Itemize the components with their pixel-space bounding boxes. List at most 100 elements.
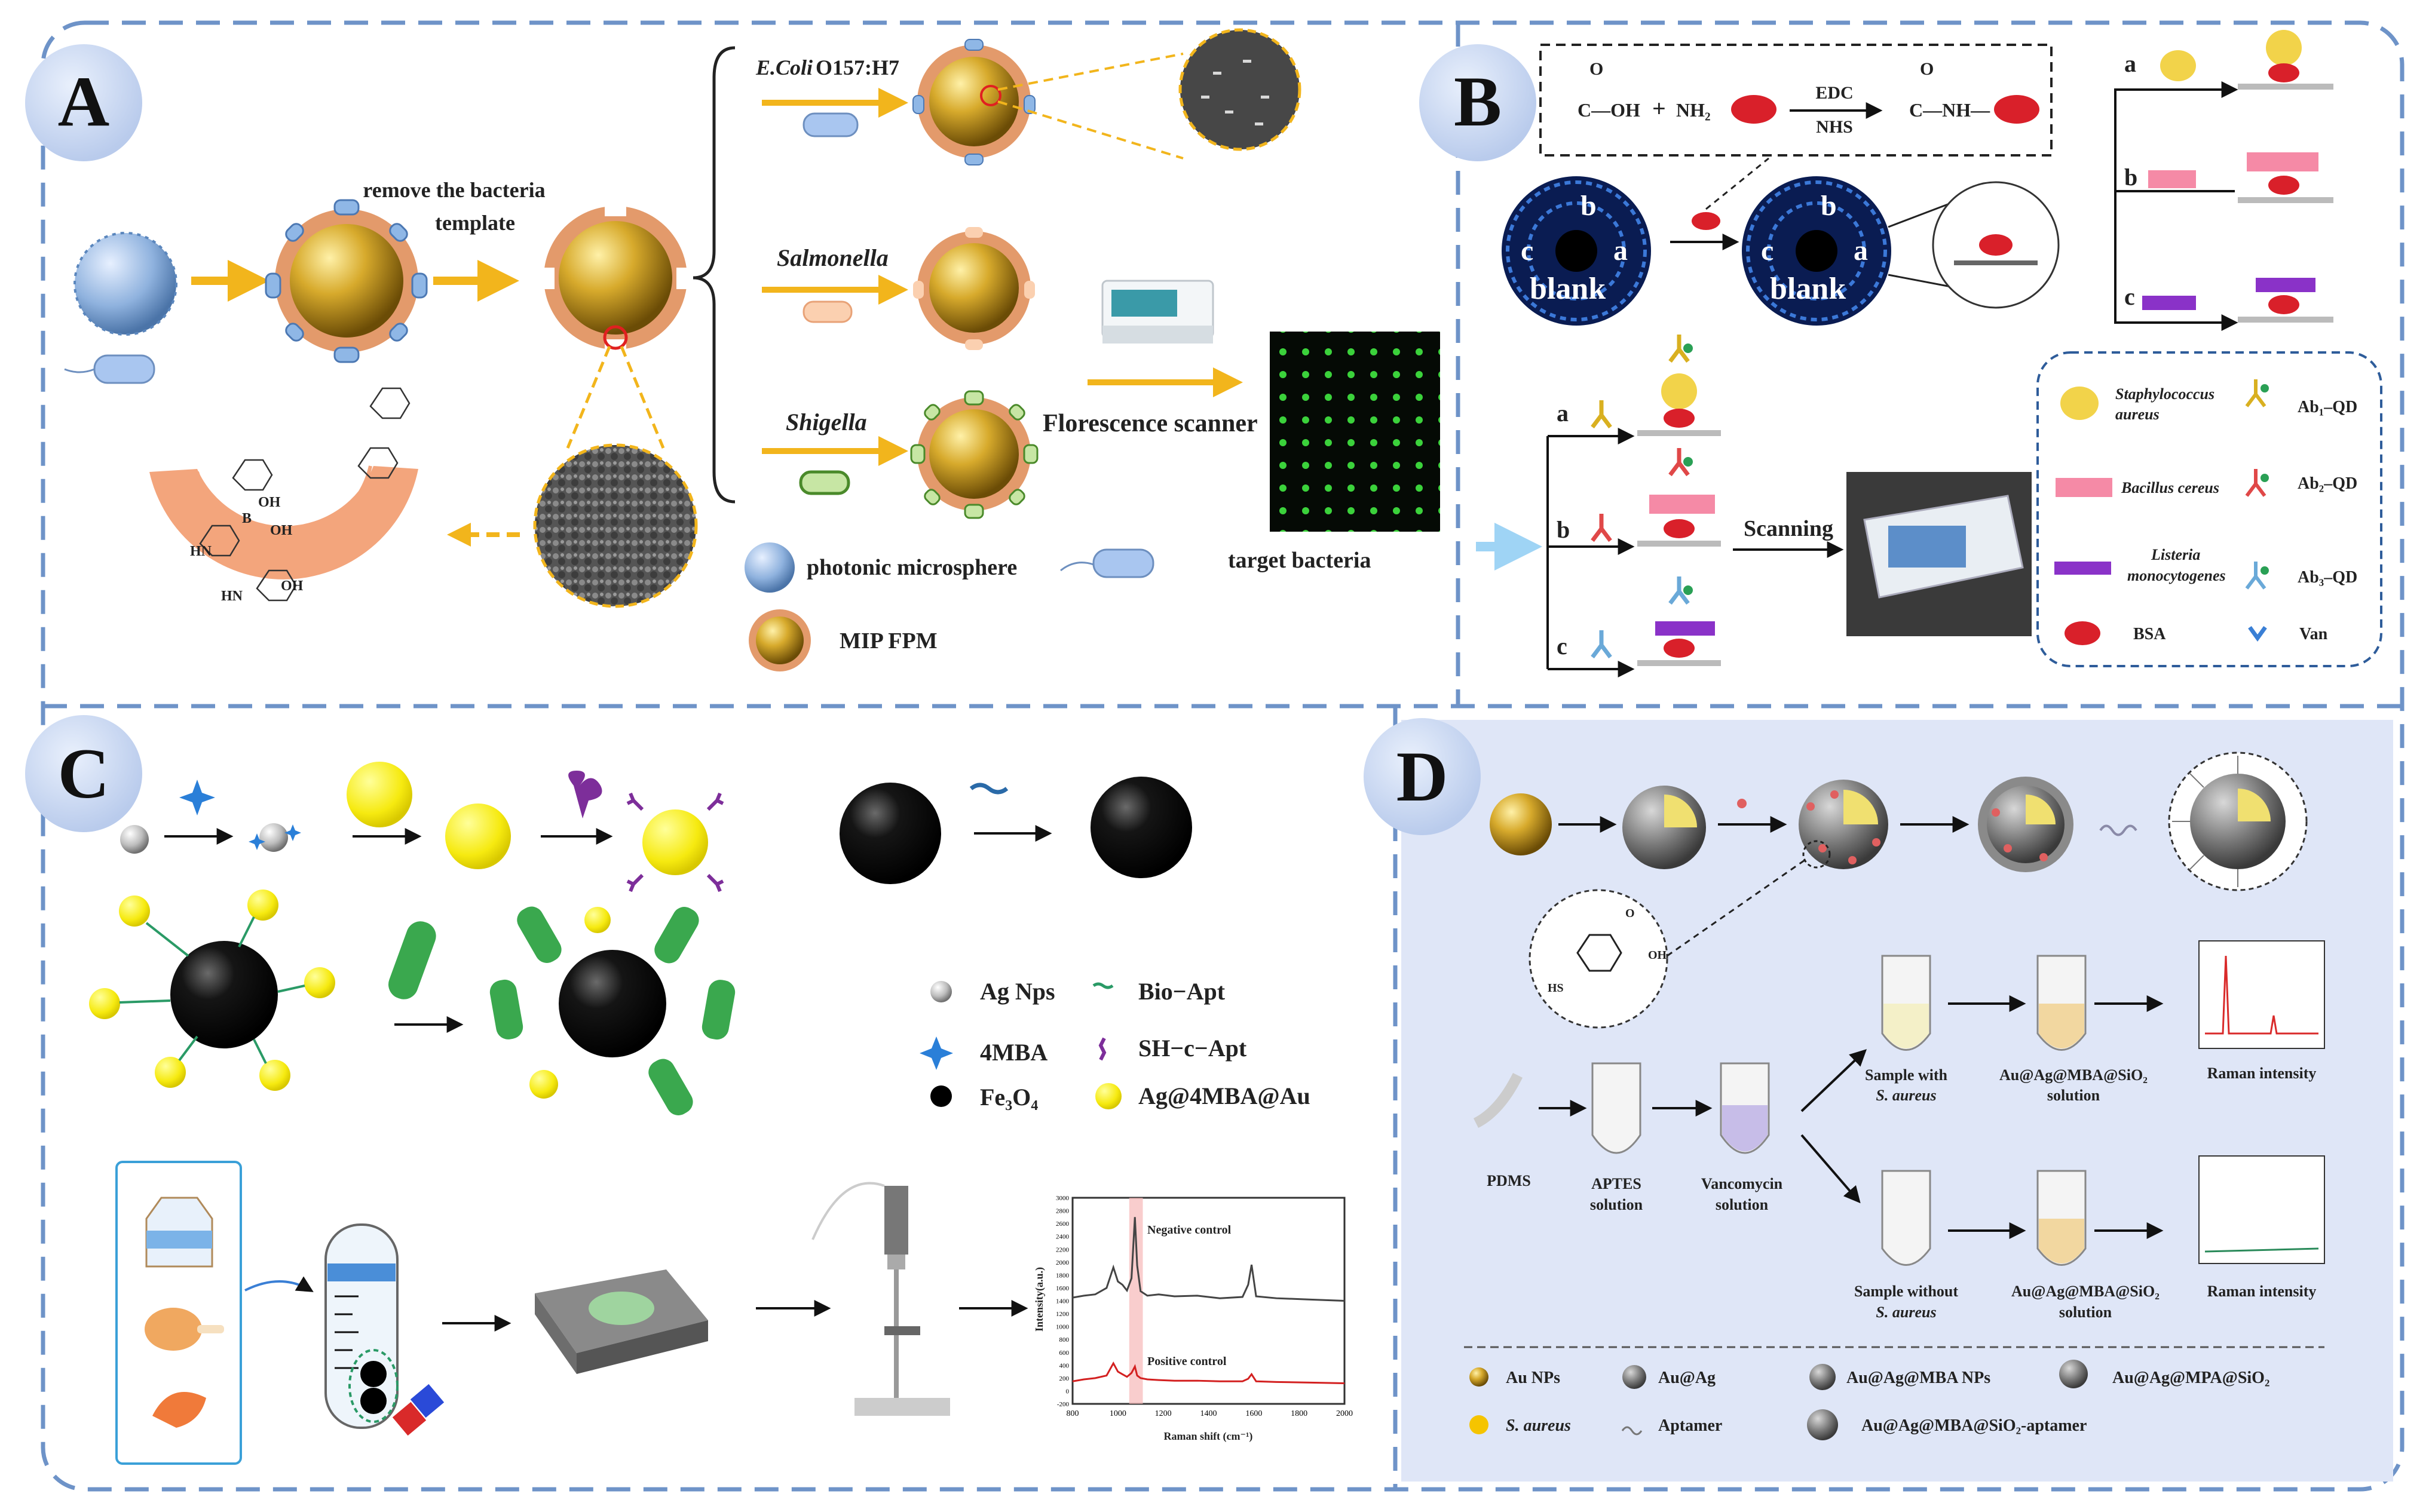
bacteria-green-icon [388, 921, 436, 999]
svg-text:B: B [242, 511, 252, 526]
svg-text:HN: HN [221, 588, 243, 604]
mip-sphere-with-template-icon [265, 199, 428, 363]
svg-text:Van: Van [2299, 625, 2328, 643]
staph-on-chip-a [2266, 30, 2302, 66]
au-ag-mba-icon [1799, 780, 1888, 869]
solution-tube-b-icon [2036, 1170, 2087, 1266]
svg-text:Au@Ag@MBA@SiO₂: Au@Ag@MBA@SiO₂ [1999, 1066, 2148, 1084]
apt-modified-au-icon [626, 792, 724, 893]
x-tick-label: 1800 [1291, 1409, 1307, 1418]
ab3-icon-row-c [1591, 630, 1612, 659]
magnet-icon [392, 1384, 445, 1436]
sphere-salmonella-icon [913, 227, 1035, 350]
zoom-line-a1 [566, 346, 611, 449]
svg-text:HS: HS [1548, 982, 1564, 995]
svg-text:APTES: APTES [1591, 1175, 1641, 1192]
au-shell-icon-1 [347, 762, 412, 827]
mba-structure-zoom: HS O OH [1529, 889, 1668, 1029]
curve-arrow-sample [244, 1276, 314, 1292]
chicken-leg-icon [145, 1308, 224, 1351]
svg-text:b: b [1557, 516, 1570, 543]
raman-plot-a [2198, 940, 2325, 1049]
chart-plot-area [1071, 1197, 1346, 1405]
x-tick-label: 2000 [1336, 1409, 1353, 1418]
test-tube-icon [324, 1223, 399, 1429]
series-line-positive [1072, 1361, 1345, 1384]
ab2-icon-row-b [1591, 514, 1612, 542]
svg-text:monocytogenes: monocytogenes [2127, 567, 2226, 584]
svg-text:c: c [1557, 633, 1567, 660]
sem-image-ecoli [1178, 28, 1301, 151]
nhs-label: NHS [1816, 117, 1853, 137]
svg-text:Au@Ag: Au@Ag [1658, 1369, 1716, 1387]
panel-c-label: C [58, 734, 110, 813]
svg-text:Ab₁–QD: Ab₁–QD [2298, 398, 2357, 416]
y-tick-label: 1800 [1056, 1272, 1070, 1279]
amine-group: NH₂ [1676, 99, 1711, 121]
listeria-icon-row-c [2142, 296, 2196, 310]
svg-text:Ab₂–QD: Ab₂–QD [2298, 474, 2357, 493]
x-tick-label: 1000 [1110, 1409, 1126, 1418]
y-tick-label: 2000 [1056, 1259, 1070, 1266]
fe3o4-complex-left [89, 890, 335, 1091]
raman-spectrometer-icon [811, 1182, 950, 1416]
panel-b-badge [1419, 44, 1536, 161]
svg-text:Sample without: Sample without [1854, 1283, 1958, 1300]
y-tick-label: 200 [1059, 1375, 1070, 1382]
label-ecoli: E.Coli [755, 56, 813, 79]
bsa-between-chips [1692, 212, 1720, 230]
y-tick-label: 400 [1059, 1362, 1070, 1369]
legend-mip-label: MIP FPM [840, 628, 938, 654]
sample-without-tube-icon [1881, 1170, 1931, 1266]
panel-b-label: B [1454, 62, 1502, 141]
raman-plot-b [2198, 1155, 2325, 1264]
au-ag-mba-sio2-icon [1978, 777, 2073, 872]
fe3o4-bioapt-top [840, 777, 1192, 884]
y-tick-label: 800 [1059, 1336, 1070, 1344]
y-tick-label: 2600 [1056, 1220, 1070, 1228]
au-shell-icon-2 [445, 803, 511, 869]
legend-4mba: 4MBA [980, 1039, 1047, 1066]
svg-text:a: a [2124, 50, 2136, 77]
sample-with-tube-icon [1881, 955, 1931, 1051]
y-tick-label: 2800 [1056, 1208, 1070, 1215]
fluorescence-scanner-device-icon [1101, 280, 1214, 344]
svg-text:S. aureus: S. aureus [1876, 1304, 1936, 1321]
panel-c: C [25, 715, 1353, 1465]
zoom-circle-b [1932, 181, 2060, 309]
remove-template-label-2: template [435, 211, 515, 235]
svg-text:Bacillus cereus: Bacillus cereus [2121, 479, 2219, 496]
sem-image-cavities [533, 443, 698, 608]
remove-template-label: remove the bacteria [363, 178, 545, 202]
legend-shapt: SH−c−Apt [1138, 1035, 1247, 1062]
svg-text:blank: blank [1530, 272, 1606, 306]
panel-d-badge [1364, 718, 1481, 835]
panel-c-badge [25, 715, 142, 832]
y-tick-label: 1400 [1056, 1298, 1070, 1305]
chart-xlabel: Raman shift (cm⁻¹) [1164, 1430, 1253, 1443]
branch-brace [693, 46, 736, 504]
y-tick-label: 2400 [1056, 1234, 1070, 1241]
svg-text:Au@Ag@MBA@SiO₂-aptamer: Au@Ag@MBA@SiO₂-aptamer [1861, 1416, 2087, 1435]
carboxyl-group: C—OH [1578, 99, 1640, 121]
bacillus-icon-row-b [2148, 170, 2196, 188]
listeria-on-chip-c [2256, 278, 2315, 292]
shigella-cell-icon [799, 470, 850, 495]
zoom-marker-a [603, 325, 628, 350]
zoom-line-e1 [997, 53, 1184, 91]
zoom-line-e2 [997, 100, 1184, 160]
panel-a-label: A [58, 62, 110, 141]
svg-text:solution: solution [1590, 1196, 1643, 1213]
series-line-negative [1072, 1217, 1345, 1302]
svg-text:a: a [1854, 235, 1868, 266]
svg-text:Aptamer: Aptamer [1658, 1416, 1722, 1435]
bacteria-template-icon [64, 354, 155, 384]
panel-b: B O C—OH + NH₂ EDC NHS O C—NH— b c a bla… [1419, 30, 2382, 677]
substrate-chip-icon [535, 1269, 708, 1374]
y-tick-label: 3000 [1056, 1195, 1070, 1202]
shrimp-icon [152, 1392, 206, 1428]
svg-text:blank: blank [1770, 272, 1846, 306]
sh-apt-icon [568, 771, 602, 818]
imprinted-cavity-diagram: OH B OH HN OH HN [149, 387, 418, 604]
fluorescence-array-image [1270, 332, 1440, 532]
